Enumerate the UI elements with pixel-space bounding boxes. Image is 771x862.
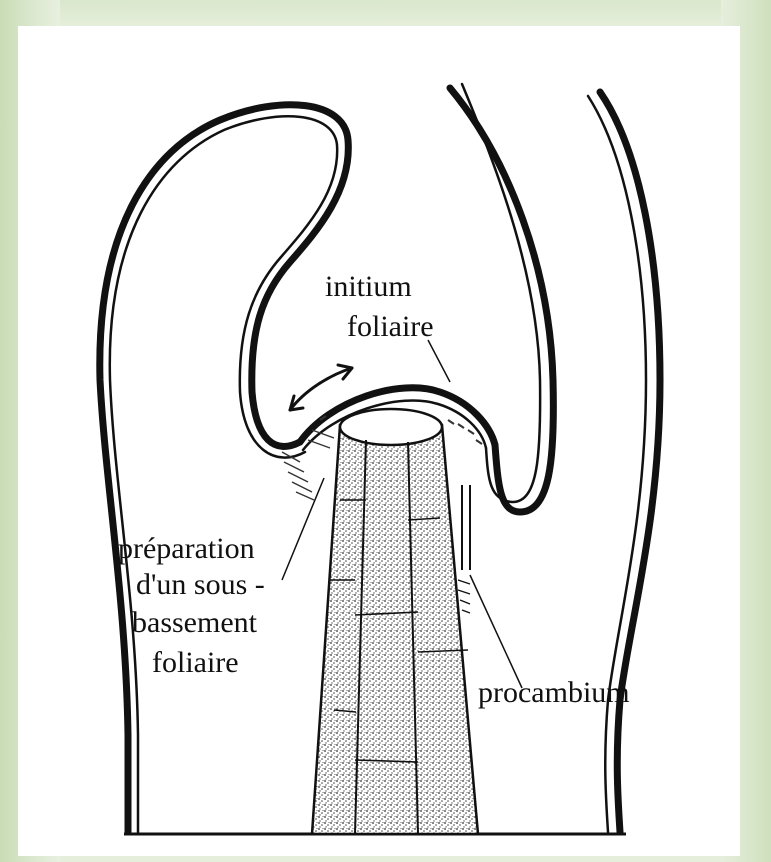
leaf-base-hatching [282,430,334,500]
label-initium-line2: foliaire [347,310,434,343]
right-outer-outline [588,92,660,832]
label-preparation-line4: foliaire [152,646,239,679]
provascular-cylinder [312,409,478,834]
right-leaf-outline [450,84,553,512]
label-preparation-line3: bassement [132,606,258,639]
label-preparation-line1: préparation [118,532,255,565]
label-initium-line1: initium [325,270,412,303]
label-procambium: procambium [478,676,630,709]
procambium-strand [458,485,470,613]
label-preparation-line2: d'un sous - [136,568,265,601]
left-leaf-outline [100,105,349,832]
